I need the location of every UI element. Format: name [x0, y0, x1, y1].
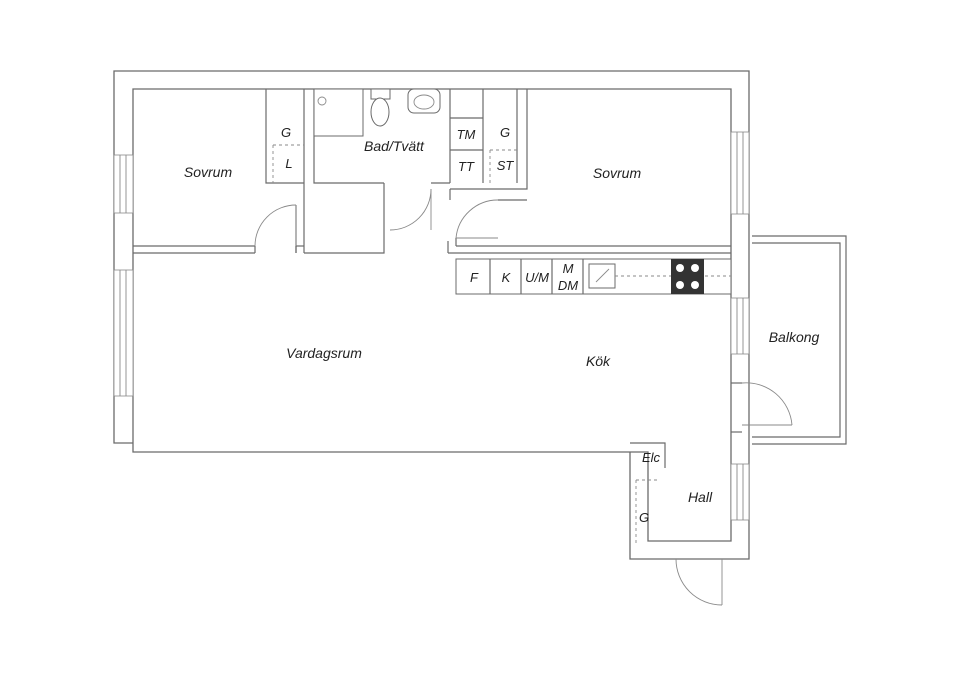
door-bedroom-right [455, 199, 499, 239]
shower [313, 88, 364, 137]
window-left-bottom [113, 269, 134, 397]
sink [407, 88, 441, 114]
fixture-label-electric-elc: Elc [642, 450, 661, 465]
fixture-label-washer-tm: TM [457, 127, 476, 142]
fixture-label-fridge-k: K [502, 270, 512, 285]
fixture-label-linen-l: L [285, 156, 292, 171]
wardrobe-lines [272, 144, 666, 545]
door-bedroom-left [254, 204, 297, 247]
room-label-bathroom: Bad/Tvätt [364, 138, 425, 154]
doors [254, 188, 793, 606]
room-label-balcony: Balkong [769, 329, 820, 345]
window-right-top [730, 131, 750, 215]
fixture-label-storage-st: ST [497, 158, 515, 173]
fixture-label-micro-m: M [563, 261, 574, 276]
kitchen-counter [455, 258, 732, 295]
room-label-hall: Hall [688, 489, 713, 505]
fixture-label-wardrobe-g2: G [500, 125, 510, 140]
outer-walls [113, 70, 750, 560]
door-bathroom [389, 188, 432, 231]
room-label-living: Vardagsrum [286, 345, 362, 361]
fixture-label-wardrobe-g1: G [281, 125, 291, 140]
window-right-bottom [730, 463, 750, 521]
fixture-label-wardrobe-g3: G [639, 510, 649, 525]
room-label-bedroom-left: Sovrum [184, 164, 233, 180]
hob [671, 259, 704, 294]
fixture-label-dryer-tt: TT [458, 159, 475, 174]
fixture-label-freezer-f: F [470, 270, 479, 285]
interior-walls [133, 89, 742, 433]
windows [113, 131, 750, 521]
window-right-middle [730, 297, 750, 355]
fixture-label-oven-um: U/M [525, 270, 549, 285]
door-entrance [675, 558, 723, 606]
toilet-bowl [370, 97, 390, 127]
balcony [752, 235, 847, 445]
fixture-label-dishwasher-dm: DM [558, 278, 578, 293]
room-label-bedroom-right: Sovrum [593, 165, 642, 181]
room-label-kitchen: Kök [586, 353, 611, 369]
bathroom-fixtures [313, 88, 483, 151]
window-left-top [113, 154, 134, 214]
toilet-tank [370, 88, 391, 100]
door-balcony [741, 382, 793, 426]
